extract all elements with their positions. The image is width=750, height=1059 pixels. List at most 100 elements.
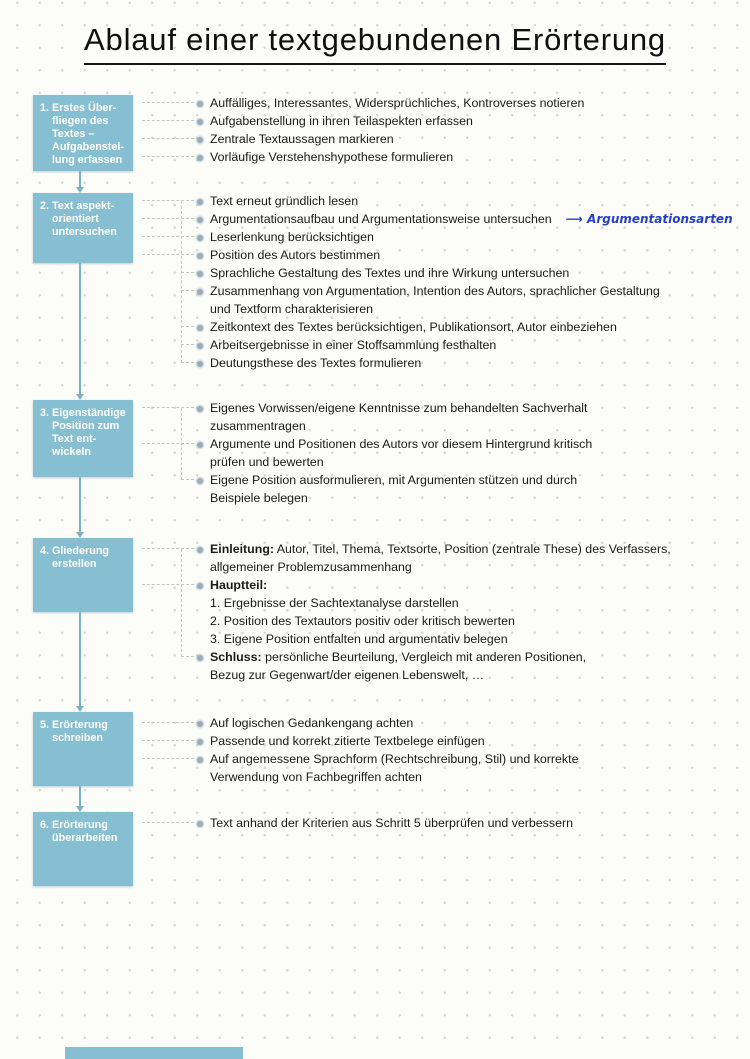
bullet-icon	[197, 136, 203, 143]
flow-arrow	[79, 786, 81, 807]
item-text: Zeitkontext des Textes berücksichtigen, …	[210, 320, 617, 334]
step-label: Gliederung erstellen	[52, 545, 110, 570]
item-text: 2. Position des Textautors positiv oder …	[210, 614, 515, 628]
item-text: Leserlenkung berücksichtigen	[210, 230, 374, 244]
connector-line	[181, 656, 194, 657]
bullet-icon	[197, 582, 203, 589]
item-text: Vorläufige Verstehenshypothese formulier…	[210, 150, 454, 164]
step-label: Eigenständige Position zum Text ent- wic…	[52, 407, 126, 458]
flow-arrow	[79, 171, 81, 188]
list-item: Hauptteil:	[142, 576, 748, 594]
connector-line	[142, 822, 194, 823]
connector-line	[181, 344, 194, 345]
bullet-icon	[197, 738, 203, 745]
item-text: Hauptteil:	[210, 578, 267, 592]
list-item: Auffälliges, Interessantes, Widersprüchl…	[142, 94, 748, 112]
item-text: Auf angemessene Sprachform (Rechtschreib…	[210, 752, 579, 784]
step-label: Erörterung schreiben	[52, 719, 108, 744]
connector-line	[142, 156, 194, 157]
step-items-4: Einleitung: Autor, Titel, Thema, Textsor…	[142, 540, 748, 684]
connector-line	[142, 740, 194, 741]
item-text: Eigene Position ausformulieren, mit Argu…	[210, 473, 578, 505]
handwritten-annotation: ⟶ Argumentationsarten	[565, 212, 733, 226]
bullet-icon	[197, 720, 203, 727]
item-text: Sprachliche Gestaltung des Textes und ih…	[210, 266, 570, 280]
bullet-icon	[197, 324, 203, 331]
list-item: Text anhand der Kriterien aus Schritt 5 …	[142, 814, 748, 832]
connector-line	[181, 290, 194, 291]
connector-rail	[181, 408, 182, 480]
list-item: Text erneut gründlich lesen	[142, 192, 748, 210]
connector-line	[142, 200, 194, 201]
connector-rail	[181, 201, 182, 363]
connector-line	[142, 138, 194, 139]
step-number: 6.	[40, 819, 50, 831]
item-text: Deutungsthese des Textes formulieren	[210, 356, 422, 370]
list-item: Argumente und Positionen des Autors vor …	[142, 435, 748, 471]
step-label: Erörterung überarbeiten	[52, 819, 118, 844]
flow-arrow	[79, 477, 81, 533]
bullet-icon	[197, 820, 203, 827]
flow-arrowhead-icon	[75, 187, 84, 193]
connector-line	[142, 120, 194, 121]
list-item: 3. Eigene Position entfalten und argumen…	[208, 630, 748, 648]
connector-line	[142, 758, 194, 759]
flow-arrow	[79, 263, 81, 395]
flow-arrowhead-icon	[75, 394, 84, 400]
list-item: Zentrale Textaussagen markieren	[142, 130, 748, 148]
list-item: Arbeitsergebnisse in einer Stoffsammlung…	[181, 336, 748, 354]
bullet-icon	[197, 252, 203, 259]
connector-line	[142, 254, 194, 255]
step-number: 5.	[40, 719, 50, 731]
list-item: Schluss: persönliche Beurteilung, Vergle…	[181, 648, 748, 684]
item-bold-label: Schluss:	[210, 650, 262, 664]
list-item: 1. Ergebnisse der Sachtextanalyse darste…	[208, 594, 748, 612]
bullet-icon	[197, 234, 203, 241]
bullet-icon	[197, 441, 203, 448]
list-item: Aufgabenstellung in ihren Teilaspekten e…	[142, 112, 748, 130]
bullet-icon	[197, 405, 203, 412]
item-text: Aufgabenstellung in ihren Teilaspekten e…	[210, 114, 473, 128]
connector-line	[142, 548, 194, 549]
flow-arrowhead-icon	[75, 806, 84, 812]
item-text: Arbeitsergebnisse in einer Stoffsammlung…	[210, 338, 497, 352]
item-text: Position des Autors bestimmen	[210, 248, 381, 262]
list-item: Zeitkontext des Textes berücksichtigen, …	[181, 318, 748, 336]
bullet-icon	[197, 342, 203, 349]
list-item: Auf logischen Gedankengang achten	[142, 714, 748, 732]
bullet-icon	[197, 154, 203, 161]
connector-rail	[181, 549, 182, 657]
step-items-1: Auffälliges, Interessantes, Widersprüchl…	[142, 94, 748, 166]
step-box-3: 3.Eigenständige Position zum Text ent- w…	[33, 400, 133, 477]
connector-line	[181, 326, 194, 327]
step-box-4: 4.Gliederung erstellen	[33, 538, 133, 612]
list-item: Einleitung: Autor, Titel, Thema, Textsor…	[142, 540, 748, 576]
step-box-5: 5.Erörterung schreiben	[33, 712, 133, 786]
item-text: Text erneut gründlich lesen	[210, 194, 359, 208]
item-text: Argumente und Positionen des Autors vor …	[210, 437, 593, 469]
item-bold-label: Hauptteil:	[210, 578, 268, 592]
flow-arrowhead-icon	[75, 706, 84, 712]
item-text: Text anhand der Kriterien aus Schritt 5 …	[210, 816, 573, 830]
step-items-6: Text anhand der Kriterien aus Schritt 5 …	[142, 814, 748, 832]
item-text: Argumentationsaufbau und Argumentationsw…	[210, 212, 552, 226]
item-text: 3. Eigene Position entfalten und argumen…	[210, 632, 508, 646]
bottom-bar	[65, 1047, 243, 1059]
bullet-icon	[197, 270, 203, 277]
step-number: 3.	[40, 407, 50, 419]
connector-line	[142, 102, 194, 103]
flow-arrowhead-icon	[75, 532, 84, 538]
item-text: Auf logischen Gedankengang achten	[210, 716, 414, 730]
list-item: Passende und korrekt zitierte Textbelege…	[142, 732, 748, 750]
list-item: Eigene Position ausformulieren, mit Argu…	[181, 471, 748, 507]
step-number: 4.	[40, 545, 50, 557]
bullet-icon	[197, 654, 203, 661]
item-text: Schluss: persönliche Beurteilung, Vergle…	[210, 650, 587, 682]
connector-line	[142, 722, 194, 723]
item-text: Zusammenhang von Argumentation, Intentio…	[210, 284, 660, 316]
item-bold-label: Einleitung:	[210, 542, 275, 556]
bullet-icon	[197, 546, 203, 553]
